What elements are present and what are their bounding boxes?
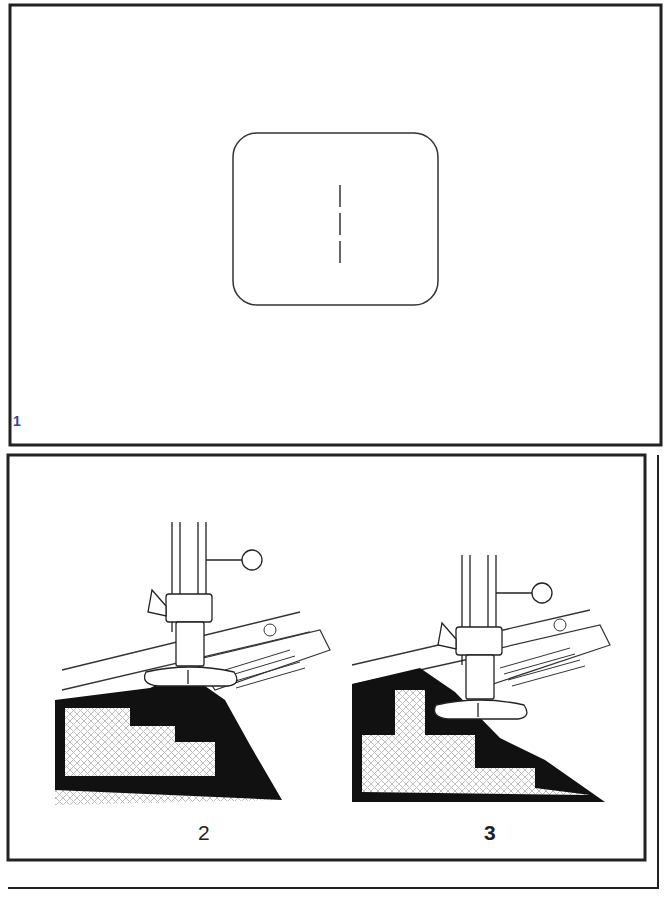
figure-number: 2 — [198, 822, 210, 843]
panel-frame — [10, 5, 661, 445]
stitch-key — [233, 133, 438, 305]
panel-frame-edge — [8, 455, 658, 888]
panel-number: 1 — [13, 414, 21, 428]
straight-stitch-symbol — [339, 185, 341, 265]
sewing-illustration — [55, 522, 330, 805]
figure-number: 3 — [484, 822, 496, 843]
sewing-illustration — [352, 555, 610, 802]
panel-frame — [8, 455, 645, 860]
